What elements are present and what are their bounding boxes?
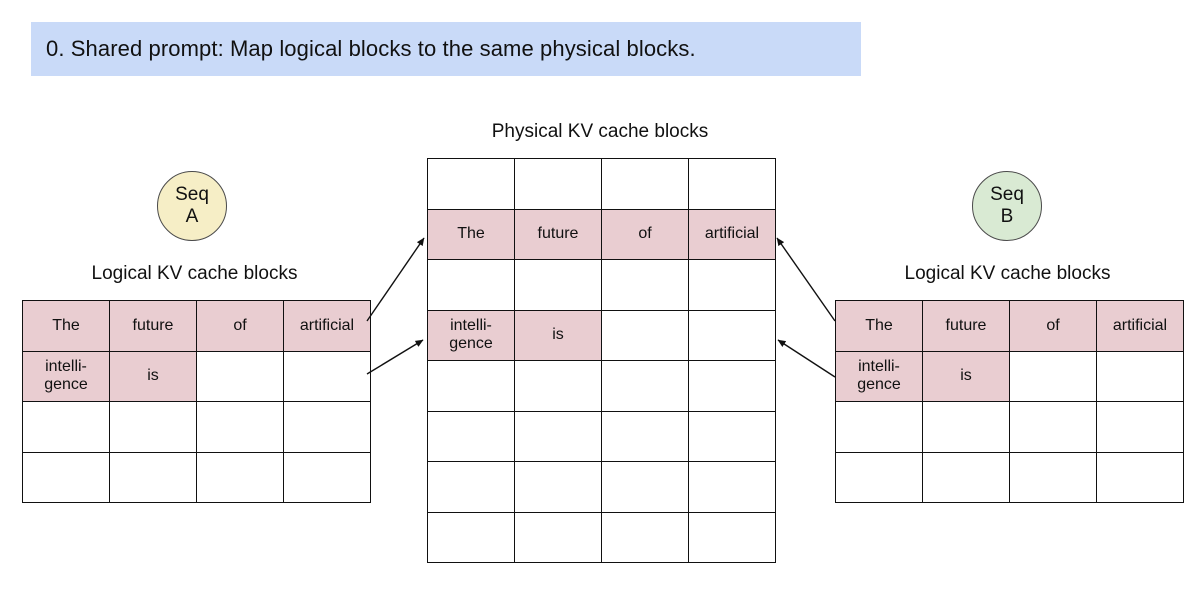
seq-b-logical-blocks-label: Logical KV cache blocks: [904, 263, 1111, 284]
kv-block-row: [427, 158, 776, 210]
kv-cell-empty: [283, 401, 371, 453]
kv-cell-empty: [601, 461, 689, 513]
kv-cell-empty: [427, 410, 515, 462]
kv-cell-empty: [514, 259, 602, 311]
kv-cell-empty: [688, 259, 776, 311]
kv-cell-empty: [835, 451, 923, 503]
kv-cell-filled: of: [196, 300, 284, 352]
kv-cell-filled: future: [109, 300, 197, 352]
kv-block-row: [427, 259, 776, 311]
kv-cell-empty: [922, 451, 1010, 503]
kv-cell-empty: [1009, 451, 1097, 503]
kv-cell-filled: is: [922, 350, 1010, 402]
kv-cell-filled: future: [922, 300, 1010, 352]
kv-cell-filled: is: [109, 350, 197, 402]
kv-cell-empty: [109, 401, 197, 453]
kv-cell-empty: [688, 511, 776, 563]
kv-block-row: [835, 451, 1184, 503]
kv-cell-empty: [283, 451, 371, 503]
kv-block-row: [427, 461, 776, 513]
title-banner: 0. Shared prompt: Map logical blocks to …: [31, 22, 861, 76]
seq-b-badge: Seq B: [972, 171, 1042, 241]
kv-cell-empty: [427, 259, 515, 311]
kv-cell-empty: [1009, 401, 1097, 453]
kv-cell-empty: [196, 350, 284, 402]
kv-cell-empty: [109, 451, 197, 503]
kv-cell-empty: [196, 401, 284, 453]
arrow-seqA-block0: [366, 237, 425, 322]
kv-block-row: [427, 511, 776, 563]
kv-cell-empty: [922, 401, 1010, 453]
kv-cell-empty: [22, 401, 110, 453]
kv-cell-empty: [688, 309, 776, 361]
kv-cell-filled: intelli- gence: [835, 350, 923, 402]
kv-cell-empty: [601, 259, 689, 311]
kv-block-row: [22, 451, 371, 503]
physical-blocks-label: Physical KV cache blocks: [491, 121, 709, 142]
kv-cell-filled: of: [1009, 300, 1097, 352]
title-text: 0. Shared prompt: Map logical blocks to …: [46, 36, 696, 61]
kv-cell-filled: of: [601, 208, 689, 260]
seq-a-badge-line2: A: [185, 206, 199, 227]
kv-cell-empty: [601, 511, 689, 563]
kv-cell-empty: [688, 360, 776, 412]
kv-cell-empty: [1096, 401, 1184, 453]
arrow-seqB-block1: [777, 339, 836, 378]
kv-cell-filled: artificial: [1096, 300, 1184, 352]
kv-cell-empty: [427, 360, 515, 412]
seq-b-badge-line2: B: [1000, 206, 1014, 227]
kv-block-row: [427, 410, 776, 462]
kv-cell-empty: [835, 401, 923, 453]
arrow-seqB-block0: [776, 237, 836, 322]
kv-cell-empty: [601, 360, 689, 412]
seq-a-badge: Seq A: [157, 171, 227, 241]
kv-cell-empty: [514, 511, 602, 563]
kv-cell-empty: [22, 451, 110, 503]
kv-cell-filled: future: [514, 208, 602, 260]
kv-cell-filled: artificial: [283, 300, 371, 352]
arrow-seqA-block1: [366, 339, 424, 375]
kv-block-row: [835, 401, 1184, 453]
kv-cell-filled: is: [514, 309, 602, 361]
kv-cell-empty: [601, 309, 689, 361]
seq-a-logical-blocks-label: Logical KV cache blocks: [91, 263, 298, 284]
kv-cell-empty: [514, 461, 602, 513]
kv-cell-filled: intelli- gence: [427, 309, 515, 361]
kv-cell-empty: [514, 410, 602, 462]
kv-cell-empty: [1009, 350, 1097, 402]
kv-cell-empty: [688, 410, 776, 462]
seq-b-badge-line1: Seq: [990, 184, 1024, 206]
kv-cell-filled: The: [427, 208, 515, 260]
kv-cell-empty: [196, 451, 284, 503]
kv-cell-empty: [514, 158, 602, 210]
kv-cell-empty: [427, 461, 515, 513]
kv-block-row: [22, 401, 371, 453]
kv-cell-empty: [688, 158, 776, 210]
kv-cell-filled: intelli- gence: [22, 350, 110, 402]
kv-cell-empty: [1096, 350, 1184, 402]
kv-cell-filled: artificial: [688, 208, 776, 260]
kv-cell-empty: [427, 511, 515, 563]
kv-block-row: [427, 360, 776, 412]
kv-cell-filled: The: [22, 300, 110, 352]
kv-cell-empty: [514, 360, 602, 412]
kv-cell-empty: [427, 158, 515, 210]
kv-cell-empty: [688, 461, 776, 513]
kv-cell-empty: [1096, 451, 1184, 503]
kv-cell-empty: [601, 158, 689, 210]
kv-cell-empty: [283, 350, 371, 402]
kv-cell-empty: [601, 410, 689, 462]
seq-a-badge-line1: Seq: [175, 184, 209, 206]
kv-cell-filled: The: [835, 300, 923, 352]
